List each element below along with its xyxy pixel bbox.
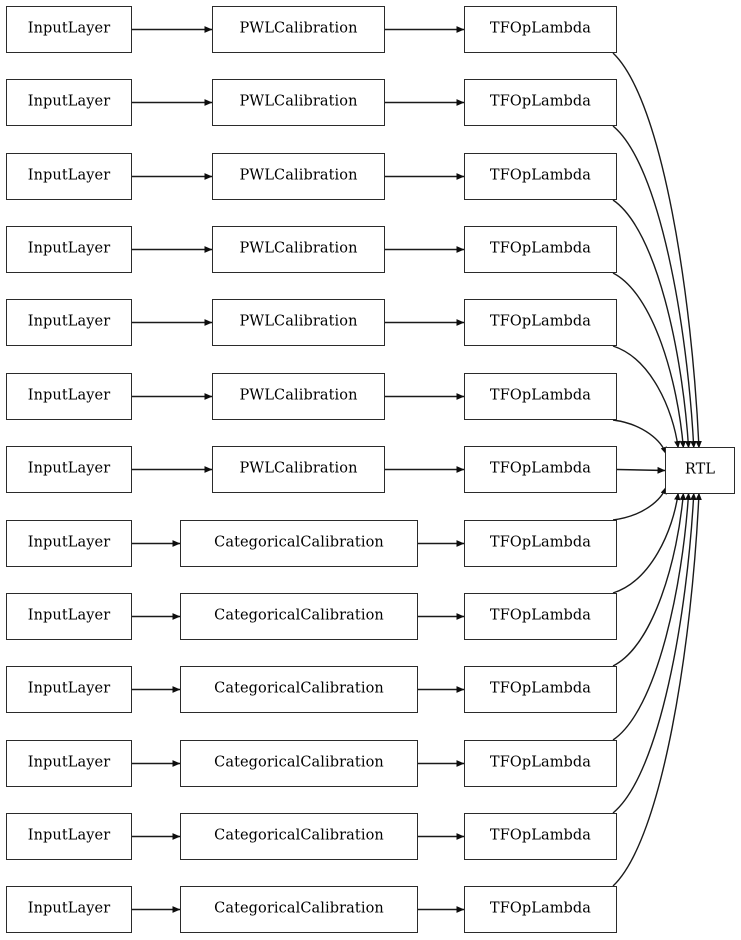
node-rtl[interactable]: RTL	[665, 447, 735, 494]
node-calibration-numeric-label: PWLCalibration	[239, 387, 358, 404]
node-tfoplambda[interactable]: TFOpLambda	[464, 666, 617, 713]
node-tfoplambda[interactable]: TFOpLambda	[464, 520, 617, 567]
node-calibration-numeric-label: PWLCalibration	[239, 240, 358, 257]
node-input-layer[interactable]: InputLayer	[6, 226, 132, 273]
node-calibration-categorical[interactable]: CategoricalCalibration	[180, 593, 418, 640]
edge-lambda-to-rtl	[612, 492, 692, 741]
node-input-layer-label: InputLayer	[27, 754, 111, 771]
node-tfoplambda-label: TFOpLambda	[489, 534, 592, 551]
node-input-layer[interactable]: InputLayer	[6, 299, 132, 346]
node-tfoplambda[interactable]: TFOpLambda	[464, 446, 617, 493]
node-calibration-numeric[interactable]: PWLCalibration	[212, 299, 385, 346]
node-calibration-categorical-label: CategoricalCalibration	[214, 827, 384, 844]
node-calibration-numeric[interactable]: PWLCalibration	[212, 373, 385, 420]
node-tfoplambda[interactable]: TFOpLambda	[464, 299, 617, 346]
node-calibration-numeric-label: PWLCalibration	[239, 313, 358, 330]
edge-lambda-to-rtl	[612, 52, 702, 449]
node-tfoplambda[interactable]: TFOpLambda	[464, 740, 617, 787]
node-input-layer-label: InputLayer	[27, 607, 111, 624]
node-tfoplambda-label: TFOpLambda	[489, 680, 592, 697]
edge-lambda-to-rtl	[612, 492, 681, 594]
node-input-layer[interactable]: InputLayer	[6, 446, 132, 493]
node-tfoplambda-label: TFOpLambda	[489, 20, 592, 37]
node-calibration-numeric[interactable]: PWLCalibration	[212, 6, 385, 53]
node-tfoplambda-label: TFOpLambda	[489, 754, 592, 771]
node-tfoplambda[interactable]: TFOpLambda	[464, 373, 617, 420]
node-calibration-categorical-label: CategoricalCalibration	[214, 900, 384, 917]
node-tfoplambda-label: TFOpLambda	[489, 607, 592, 624]
node-input-layer[interactable]: InputLayer	[6, 740, 132, 787]
node-calibration-categorical-label: CategoricalCalibration	[214, 534, 384, 551]
node-calibration-categorical-label: CategoricalCalibration	[214, 607, 384, 624]
node-calibration-categorical-label: CategoricalCalibration	[214, 680, 384, 697]
node-tfoplambda[interactable]: TFOpLambda	[464, 226, 617, 273]
node-calibration-categorical[interactable]: CategoricalCalibration	[180, 886, 418, 933]
node-tfoplambda-label: TFOpLambda	[489, 93, 592, 110]
node-input-layer-label: InputLayer	[27, 827, 111, 844]
node-calibration-categorical-label: CategoricalCalibration	[214, 754, 384, 771]
edge-lambda-to-rtl	[612, 345, 681, 449]
node-input-layer[interactable]: InputLayer	[6, 79, 132, 126]
node-input-layer-label: InputLayer	[27, 460, 111, 477]
node-rtl-label: RTL	[684, 461, 716, 478]
node-tfoplambda-label: TFOpLambda	[489, 900, 592, 917]
node-input-layer-label: InputLayer	[27, 534, 111, 551]
node-tfoplambda-label: TFOpLambda	[489, 167, 592, 184]
node-input-layer[interactable]: InputLayer	[6, 886, 132, 933]
edge-lambda-to-rtl	[612, 492, 702, 887]
node-input-layer-label: InputLayer	[27, 167, 111, 184]
edge-lambda-to-rtl	[612, 125, 697, 449]
node-calibration-numeric[interactable]: PWLCalibration	[212, 226, 385, 273]
node-calibration-numeric-label: PWLCalibration	[239, 20, 358, 37]
node-tfoplambda-label: TFOpLambda	[489, 827, 592, 844]
node-tfoplambda[interactable]: TFOpLambda	[464, 79, 617, 126]
node-input-layer[interactable]: InputLayer	[6, 373, 132, 420]
node-input-layer-label: InputLayer	[27, 93, 111, 110]
node-input-layer-label: InputLayer	[27, 387, 111, 404]
node-input-layer[interactable]: InputLayer	[6, 6, 132, 53]
node-tfoplambda[interactable]: TFOpLambda	[464, 153, 617, 200]
node-calibration-numeric-label: PWLCalibration	[239, 93, 358, 110]
node-input-layer[interactable]: InputLayer	[6, 520, 132, 567]
node-tfoplambda-label: TFOpLambda	[489, 313, 592, 330]
node-input-layer-label: InputLayer	[27, 313, 111, 330]
node-calibration-categorical[interactable]: CategoricalCalibration	[180, 740, 418, 787]
node-calibration-categorical[interactable]: CategoricalCalibration	[180, 666, 418, 713]
node-calibration-numeric[interactable]: PWLCalibration	[212, 446, 385, 493]
node-calibration-numeric-label: PWLCalibration	[239, 460, 358, 477]
node-tfoplambda-label: TFOpLambda	[489, 460, 592, 477]
node-calibration-categorical[interactable]: CategoricalCalibration	[180, 520, 418, 567]
node-input-layer[interactable]: InputLayer	[6, 666, 132, 713]
node-calibration-numeric[interactable]: PWLCalibration	[212, 79, 385, 126]
node-input-layer[interactable]: InputLayer	[6, 593, 132, 640]
edge-lambda-to-rtl	[612, 486, 667, 521]
node-input-layer-label: InputLayer	[27, 20, 111, 37]
node-calibration-numeric[interactable]: PWLCalibration	[212, 153, 385, 200]
node-calibration-numeric-label: PWLCalibration	[239, 167, 358, 184]
node-input-layer[interactable]: InputLayer	[6, 813, 132, 860]
node-tfoplambda[interactable]: TFOpLambda	[464, 6, 617, 53]
node-calibration-categorical[interactable]: CategoricalCalibration	[180, 813, 418, 860]
edge-lambda-to-rtl	[612, 199, 692, 449]
node-tfoplambda[interactable]: TFOpLambda	[464, 886, 617, 933]
edge-lambda-to-rtl	[612, 272, 687, 449]
edge-lambda-to-rtl	[612, 419, 667, 455]
node-input-layer[interactable]: InputLayer	[6, 153, 132, 200]
node-tfoplambda[interactable]: TFOpLambda	[464, 813, 617, 860]
edge-lambda-to-rtl	[612, 492, 686, 667]
node-tfoplambda-label: TFOpLambda	[489, 240, 592, 257]
edge-lambda-to-rtl	[616, 466, 666, 474]
node-tfoplambda[interactable]: TFOpLambda	[464, 593, 617, 640]
node-input-layer-label: InputLayer	[27, 900, 111, 917]
node-tfoplambda-label: TFOpLambda	[489, 387, 592, 404]
edge-lambda-to-rtl	[612, 492, 697, 814]
node-input-layer-label: InputLayer	[27, 240, 111, 257]
node-input-layer-label: InputLayer	[27, 680, 111, 697]
